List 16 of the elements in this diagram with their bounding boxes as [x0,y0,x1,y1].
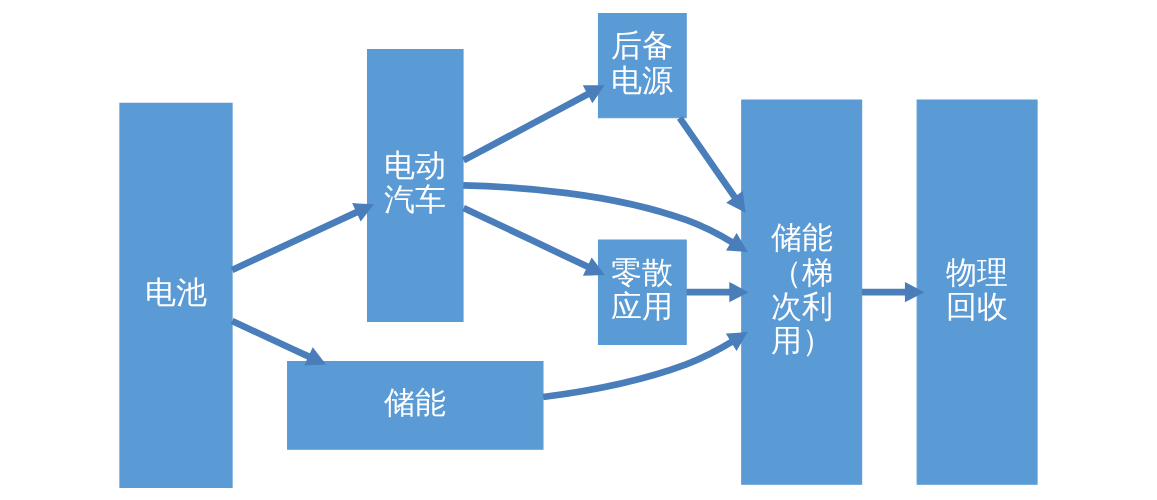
node-box: 物理回收 [916,99,1038,485]
arrow [462,204,605,276]
node-box: 零散应用 [597,238,687,345]
arrow [463,181,748,252]
arrow [861,281,925,302]
node-box: 后备电源 [597,12,687,118]
arrow [676,115,746,213]
arrow [542,331,748,400]
arrow [686,281,749,302]
arrow [461,84,605,163]
node-box: 储能（梯次利用） [741,99,863,485]
node-box: 电动汽车 [366,48,464,322]
node-box: 储能 [287,360,544,450]
arrow [230,317,327,366]
node-box: 电池 [119,102,233,488]
arrow [230,202,374,273]
